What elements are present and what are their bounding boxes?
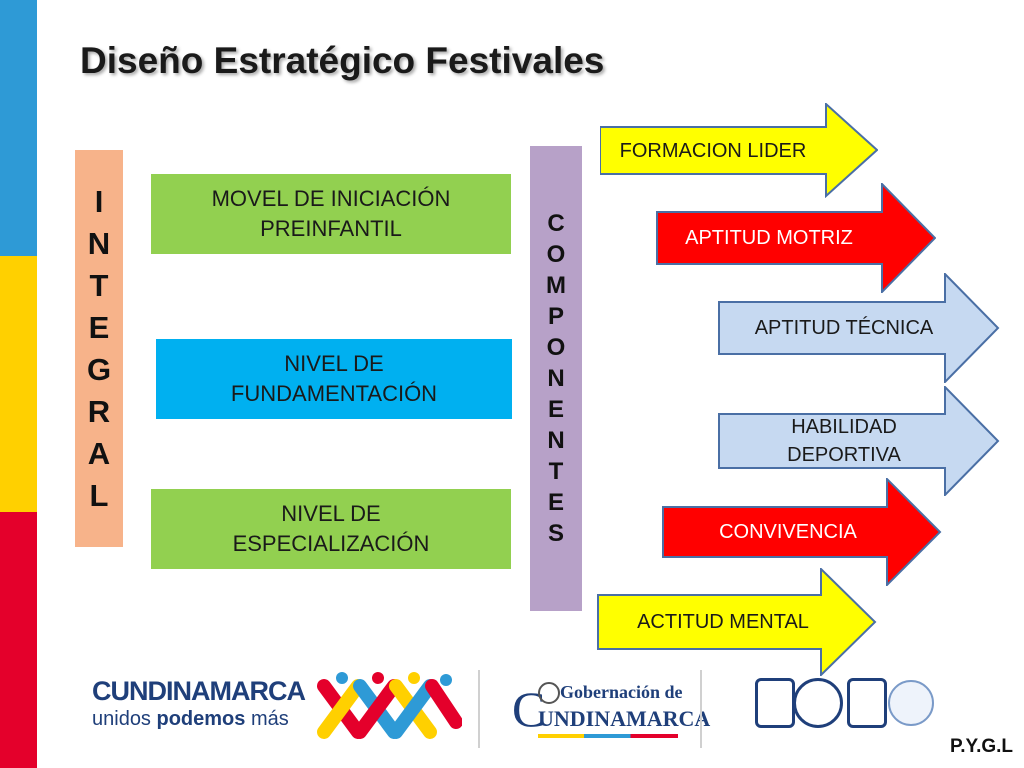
arrow-aptitud-motriz: APTITUD MOTRIZ — [656, 183, 936, 293]
componentes-letter: P — [547, 302, 564, 330]
cundinamarca-wordmark: CUNDINAMARCA — [92, 676, 306, 706]
footer-logos: CUNDINAMARCA unidos podemos más C Gobern… — [80, 660, 960, 760]
level-line: NIVEL DE — [284, 351, 384, 377]
integral-letter: I — [94, 184, 104, 219]
arrow-convivencia: CONVIVENCIA — [662, 478, 942, 586]
slogan-prefix: unidos — [92, 708, 157, 730]
componentes-letter: M — [546, 271, 566, 299]
iso-9001-certificate-icon — [755, 678, 795, 728]
cundinamarca-slogan: unidos podemos más — [92, 708, 289, 731]
slogan-bold: podemos — [156, 708, 246, 730]
componentes-letter: N — [547, 364, 565, 392]
arrow-label: ACTITUD MENTAL — [597, 568, 849, 676]
gobernacion-name: UNDINAMARCA — [538, 706, 711, 731]
regional-map-seal-icon — [888, 680, 934, 726]
arrow-actitud-mental: ACTITUD MENTAL — [597, 568, 877, 676]
arrow-label: HABILIDAD DEPORTIVA — [718, 386, 970, 496]
arrow-label-line: CONVIVENCIA — [719, 521, 857, 543]
arrow-label-line: APTITUD TÉCNICA — [754, 317, 934, 339]
arrow-label-line: HABILIDAD — [791, 416, 897, 438]
gobernacion-underline — [538, 734, 678, 738]
level-line: MOVEL DE INICIACIÓN — [211, 186, 451, 212]
integral-letter: L — [89, 478, 109, 513]
componentes-letter: O — [546, 240, 566, 268]
arrow-shape — [718, 386, 1000, 496]
arrow-label-line: DEPORTIVA — [787, 444, 901, 466]
left-stripe-red — [0, 512, 37, 768]
gobernacion-de-text: Gobernación de — [560, 682, 683, 702]
componentes-letter: E — [547, 488, 564, 516]
arrow-shape — [662, 478, 942, 586]
level-line: PREINFANTIL — [260, 216, 402, 241]
integral-letter: T — [89, 268, 109, 303]
colorful-people-logo — [317, 672, 462, 739]
arrow-shape — [597, 568, 877, 676]
arrow-label: APTITUD TÉCNICA — [718, 273, 970, 383]
level-line: ESPECIALIZACIÓN — [232, 531, 430, 556]
level-especializacion-box: NIVEL DE ESPECIALIZACIÓN — [151, 489, 511, 569]
iqnet-certificate-icon — [793, 678, 843, 728]
level-line: NIVEL DE — [281, 501, 381, 527]
integral-letter: N — [87, 226, 111, 261]
slogan-suffix: más — [245, 708, 289, 730]
integral-letter: A — [87, 436, 111, 471]
arrow-shape — [718, 273, 1000, 383]
author-credit: P.Y.G.L — [950, 736, 1014, 757]
level-line: FUNDAMENTACIÓN — [230, 381, 438, 406]
slide-title: Diseño Estratégico Festivales — [80, 40, 605, 81]
arrow-habilidad-deportiva: HABILIDAD DEPORTIVA — [718, 386, 1000, 496]
componentes-letter: T — [548, 457, 564, 485]
level-iniciacion-box: MOVEL DE INICIACIÓN PREINFANTIL — [151, 174, 511, 254]
footer-separator — [700, 670, 702, 748]
arrow-label: CONVIVENCIA — [662, 478, 914, 586]
componentes-letter: E — [547, 395, 564, 423]
integral-letter: R — [87, 394, 111, 429]
level-fundamentacion-box: NIVEL DE FUNDAMENTACIÓN — [156, 339, 512, 419]
componentes-letter: C — [547, 209, 565, 237]
arrow-label: APTITUD MOTRIZ — [656, 183, 882, 293]
arrow-label-line: APTITUD MOTRIZ — [685, 227, 853, 249]
ntcgp-certificate-icon — [847, 678, 887, 728]
componentes-bar: C O M P O N E N T E S — [530, 146, 582, 611]
arrow-label-line: ACTITUD MENTAL — [637, 611, 809, 633]
seal-icon — [538, 682, 560, 704]
footer-separator — [478, 670, 480, 748]
componentes-letter: S — [547, 519, 564, 547]
left-stripe-yellow — [0, 256, 37, 512]
arrow-formacion-lider: FORMACION LIDER — [600, 103, 878, 198]
componentes-letter: O — [546, 333, 566, 361]
arrow-label-line: FORMACION LIDER — [619, 139, 807, 162]
integral-letter: E — [88, 310, 110, 345]
arrow-shape — [600, 103, 878, 198]
left-stripe-blue — [0, 0, 37, 256]
gobernacion-logo: C Gobernación de UNDINAMARCA — [512, 678, 710, 742]
arrow-aptitud-tecnica: APTITUD TÉCNICA — [718, 273, 1000, 383]
integral-bar: I N T E G R A L — [75, 150, 123, 547]
integral-letter: G — [86, 352, 112, 387]
arrow-shape — [656, 183, 936, 293]
componentes-letter: N — [547, 426, 565, 454]
cundinamarca-logo: CUNDINAMARCA unidos podemos más — [92, 676, 307, 736]
arrow-label: FORMACION LIDER — [600, 103, 826, 198]
